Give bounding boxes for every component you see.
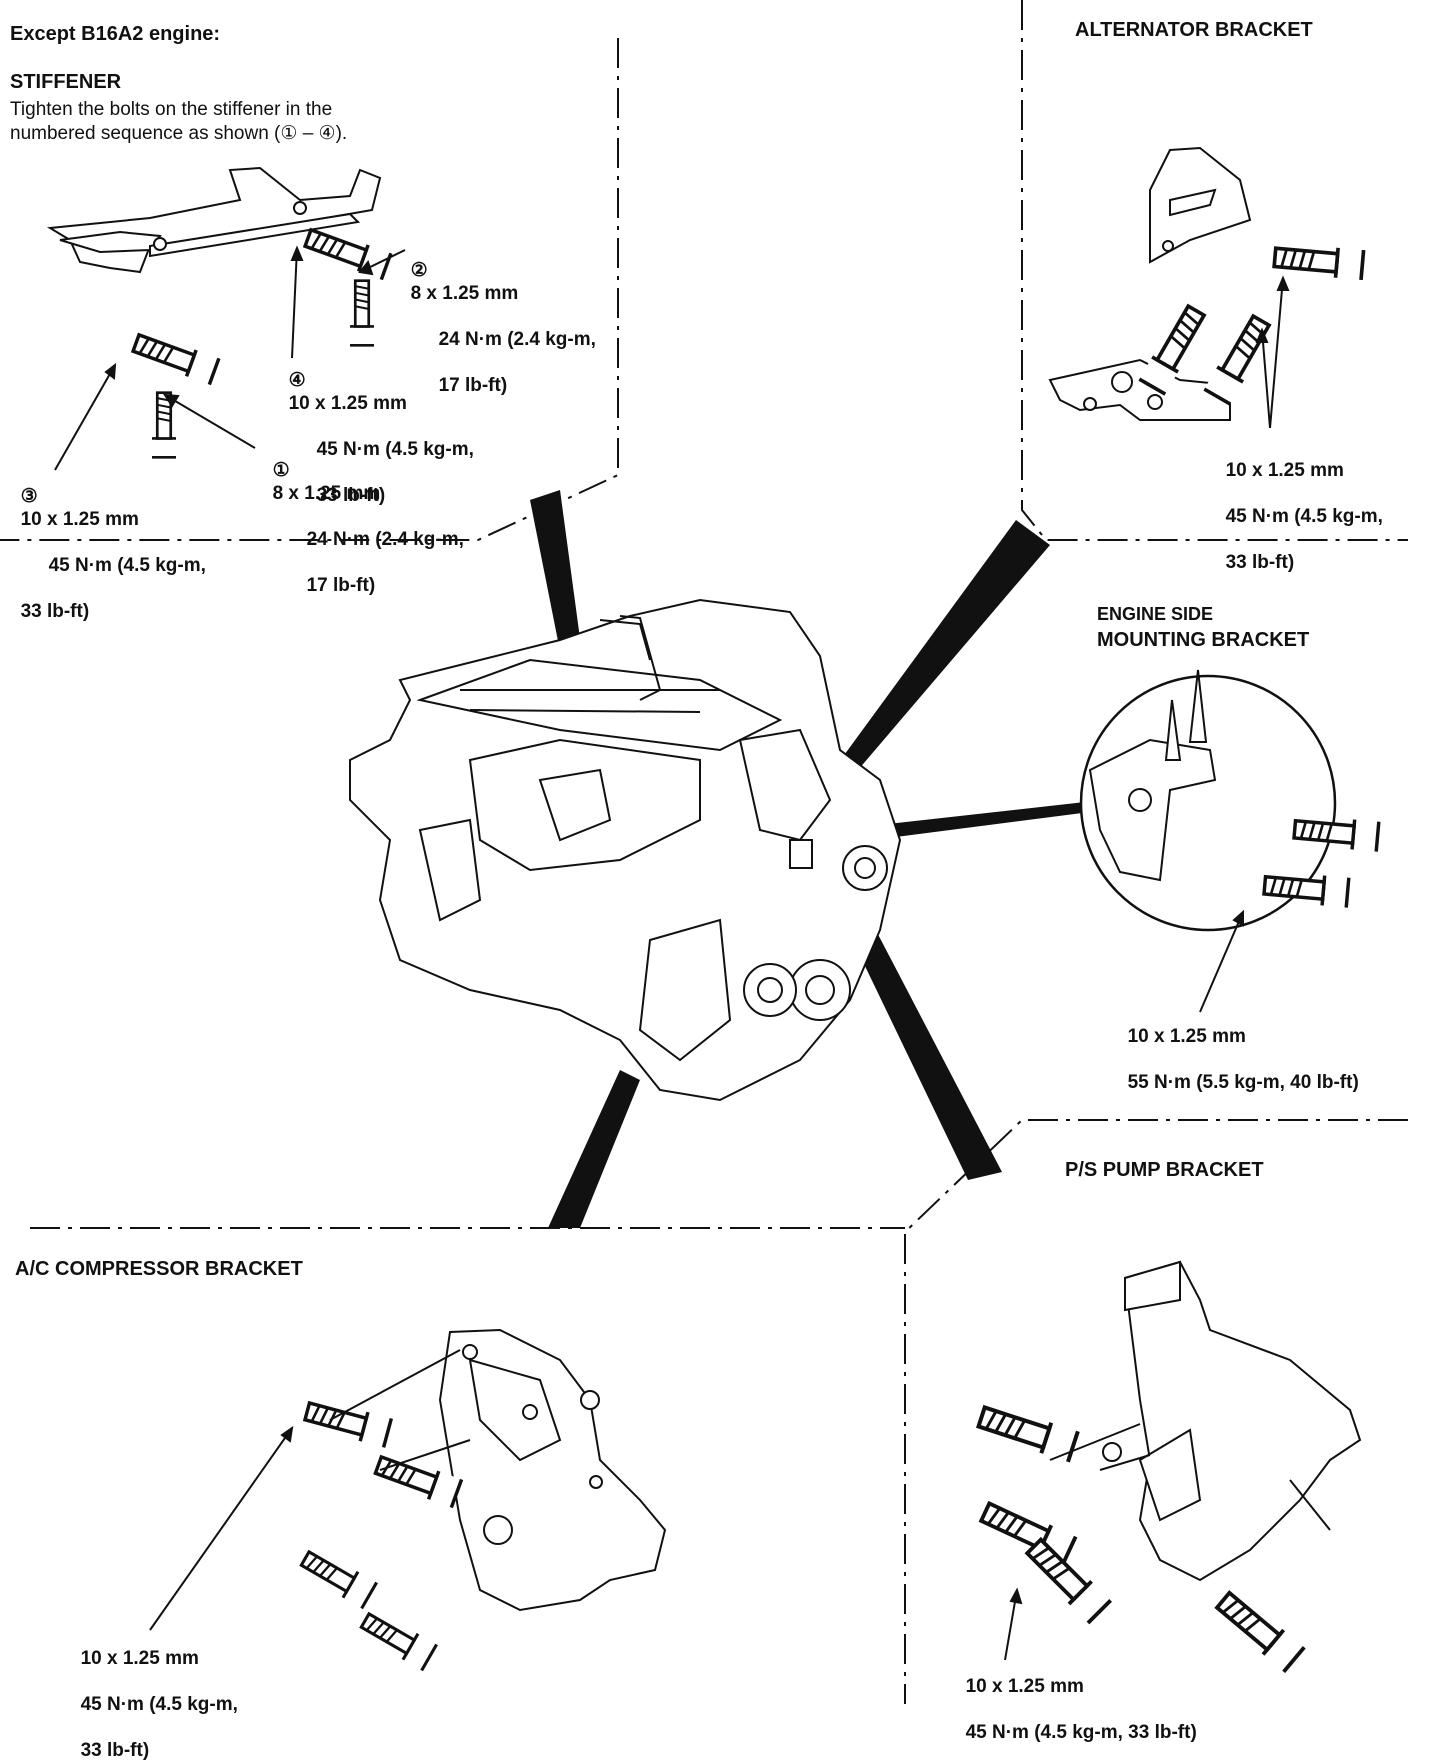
engine-illustration [349,598,902,1102]
callout-2: ② 8 x 1.25 mm 24 N·m (2.4 kg-m, 17 lb-ft… [400,236,596,397]
alternator-title: ALTERNATOR BRACKET [1075,19,1313,41]
ac-compressor-title: A/C COMPRESSOR BRACKET [15,1258,303,1280]
callout-4: ④ 10 x 1.25 mm 45 N·m (4.5 kg-m, 33 lb-f… [278,346,474,507]
alternator-spec: 10 x 1.25 mm 45 N·m (4.5 kg-m, 33 lb-ft) [1215,436,1383,574]
engine-side-title1: ENGINE SIDE [1097,604,1214,624]
callout-4-torque2: 33 lb-ft) [316,485,386,506]
ps-pump-spec: 10 x 1.25 mm 45 N·m (4.5 kg-m, 33 lb-ft) [955,1652,1197,1744]
stiffener-bolt-3 [128,328,223,386]
ps-pump-bracket-illustration [1102,1260,1362,1582]
ac-compressor-bracket-illustration [438,1328,667,1612]
ac-bolt-3 [295,1544,380,1610]
ac-compressor-spec: 10 x 1.25 mm 45 N·m (4.5 kg-m, 33 lb-ft) [70,1624,238,1762]
callout-2-size: 8 x 1.25 mm [410,283,519,304]
ac-leaders [149,1349,471,1631]
engine-side-spec: 10 x 1.25 mm 55 N·m (5.5 kg-m, 40 lb-ft) [1117,1002,1359,1094]
stiffener-illustration [46,166,382,274]
ps-bolt-1 [974,1394,1080,1469]
callout-2-number: ② [410,260,428,281]
ac-compressor-torque2: 33 lb-ft) [80,1740,150,1761]
engine-side-torque: 55 N·m (5.5 kg-m, 40 lb-ft) [1127,1072,1359,1093]
alternator-torque1: 45 N·m (4.5 kg-m, [1225,506,1383,527]
alternator-torque2: 33 lb-ft) [1225,552,1295,573]
engine-bracket-diagram [0,0,1408,1704]
callout-2-torque1: 24 N·m (2.4 kg-m, [438,329,596,350]
ps-pump-title: P/S PUMP BRACKET [1065,1159,1264,1181]
ps-leaders [1004,1423,1331,1661]
stiffener-bolt-2 [350,279,374,347]
stiffener-heading: Except B16A2 engine: [10,23,221,45]
engine-side-size: 10 x 1.25 mm [1127,1026,1246,1047]
stiffener-instruction-line2: numbered sequence as shown (① – ④). [10,123,348,144]
stiffener-instruction-line1: Tighten the bolts on the stiffener in th… [10,99,333,120]
callout-2-torque2: 17 lb-ft) [438,375,508,396]
callout-1-size: 8 x 1.25 mm [272,483,381,504]
engine-side-bracket-illustration [1079,669,1337,932]
ac-compressor-torque1: 45 N·m (4.5 kg-m, [80,1694,238,1715]
callout-3-number: ③ [20,486,38,507]
alternator-bolt-top [1271,242,1367,281]
engine-side-title2: MOUNTING BRACKET [1097,629,1310,651]
callout-1-number: ① [272,460,290,481]
callout-3: ③ 10 x 1.25 mm 45 N·m (4.5 kg-m, 33 lb-f… [10,462,206,623]
ac-compressor-size: 10 x 1.25 mm [80,1648,199,1669]
callout-3-size: 10 x 1.25 mm [20,509,139,530]
callout-4-size: 10 x 1.25 mm [288,393,407,414]
callout-4-torque1: 45 N·m (4.5 kg-m, [316,439,474,460]
stiffener-title: STIFFENER [10,71,122,93]
ac-bolt-1 [300,1396,395,1449]
callout-1-torque2: 17 lb-ft) [306,575,376,596]
alternator-arrows [1255,275,1290,429]
engine-side-arrow [1199,909,1244,1013]
ps-pump-size: 10 x 1.25 mm [965,1676,1084,1697]
callout-3-torque1: 45 N·m (4.5 kg-m, [48,555,206,576]
callout-4-number: ④ [288,370,306,391]
callout-1: ① 8 x 1.25 mm 24 N·m (2.4 kg-m, 17 lb-ft… [262,436,464,597]
callout-3-torque2: 33 lb-ft) [20,601,90,622]
stiffener-arrows [54,245,406,471]
ac-bolt-4 [355,1606,440,1672]
ps-pump-torque: 45 N·m (4.5 kg-m, 33 lb-ft) [965,1722,1197,1743]
ps-bolt-4 [1210,1585,1308,1675]
callout-1-torque1: 24 N·m (2.4 kg-m, [306,529,464,550]
alternator-size: 10 x 1.25 mm [1225,460,1344,481]
alternator-bracket-illustration [1048,146,1252,421]
